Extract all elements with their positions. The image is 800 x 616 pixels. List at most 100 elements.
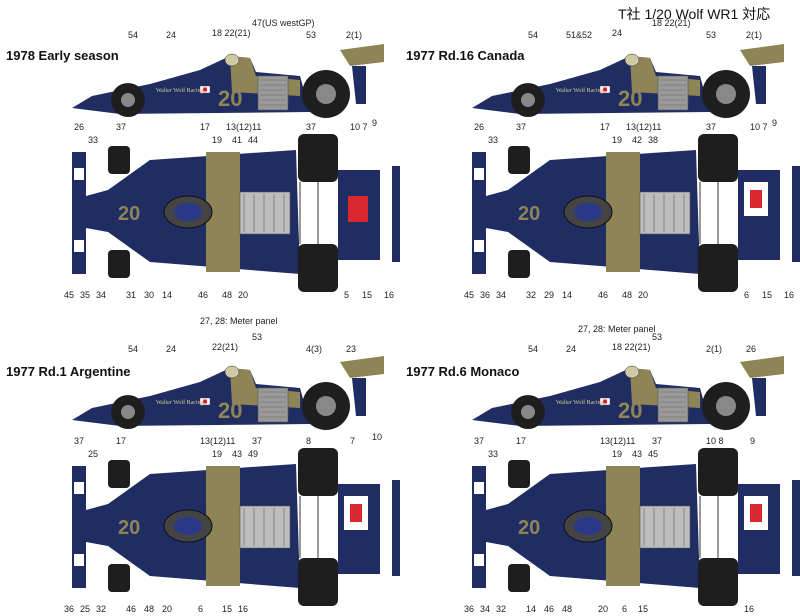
part-number-label: 16 — [744, 604, 755, 614]
front-left-wheel — [508, 146, 530, 174]
part-number-label: 53 — [652, 332, 663, 342]
part-number-label: 45 — [464, 290, 475, 300]
part-number-label: 26 — [474, 122, 485, 132]
part-number-label: 29 — [544, 290, 555, 300]
part-number-label: 37 — [116, 122, 127, 132]
rear-left-wheel — [298, 134, 338, 182]
part-number-label: 37 — [74, 436, 85, 446]
part-number-label: 15 — [638, 604, 649, 614]
part-number-label: 48 — [144, 604, 155, 614]
engine-top — [639, 505, 691, 549]
part-number-label: 53 — [252, 332, 263, 342]
engine-block — [657, 387, 689, 423]
part-number-label: 16 — [384, 290, 395, 300]
part-number-label: 32 — [526, 290, 537, 300]
part-number-label: 11 — [652, 122, 662, 132]
part-number-label: 35 — [80, 290, 91, 300]
part-number-label: 54 — [528, 344, 539, 354]
part-number-label: 17 — [600, 122, 611, 132]
rear-right-wheel — [698, 244, 738, 292]
part-number-label: 7 — [350, 436, 356, 446]
part-number-label: 48 — [562, 604, 573, 614]
wing-endplate — [352, 378, 366, 416]
car-number: 20 — [618, 86, 642, 111]
part-number-label: 11 — [226, 436, 236, 446]
part-number-label: 20 — [162, 604, 173, 614]
part-number-label: 33 — [488, 449, 499, 459]
sponsor-text: Walter Wolf Racing — [156, 399, 204, 406]
part-number-label: 37 — [652, 436, 663, 446]
part-number-label: 9 — [372, 118, 378, 128]
part-number-label: 36 — [464, 604, 475, 614]
car-side-view: 20 Walter Wolf Racing — [472, 44, 784, 118]
part-number-label: 11 — [252, 122, 262, 132]
wing-endplate — [752, 378, 766, 416]
part-number-label: 54 — [128, 30, 139, 40]
part-number-label: 46 — [598, 290, 609, 300]
part-number-label: 10 8 — [706, 436, 724, 446]
rear-wing — [740, 356, 784, 378]
front-right-wheel — [508, 564, 530, 592]
engine-top — [639, 191, 691, 235]
wing-endplate — [752, 66, 766, 104]
part-number-label: 5 — [344, 290, 350, 300]
part-number-label: 15 — [362, 290, 373, 300]
part-number-label: 32 — [496, 604, 507, 614]
rear-right-wheel — [698, 558, 738, 606]
part-number-label: 6 — [622, 604, 628, 614]
part-number-label: 31 — [126, 290, 137, 300]
panel-title: 1977 Rd.6 Monaco — [406, 364, 520, 379]
part-number-label: 13(12) — [626, 122, 653, 132]
sponsor-text: Walter Wolf Racing — [556, 399, 604, 406]
part-number-label: 26 — [74, 122, 85, 132]
part-number-label: 11 — [626, 436, 636, 446]
part-number-label: 6 — [198, 604, 204, 614]
front-right-wheel — [108, 250, 130, 278]
part-number-label: 14 — [162, 290, 173, 300]
part-number-label: 24 — [612, 28, 623, 38]
part-number-label: 10 — [372, 432, 383, 442]
rear-left-wheel — [298, 448, 338, 496]
engine-block — [657, 75, 689, 111]
part-number-label: 42 — [632, 135, 643, 145]
part-number-label: 23 — [346, 344, 357, 354]
part-number-label: 53 — [706, 30, 717, 40]
rear-wing — [340, 44, 384, 66]
part-number-label: 17 — [116, 436, 127, 446]
car-number: 20 — [218, 398, 242, 423]
engine-top — [239, 505, 291, 549]
driver-helmet — [624, 53, 640, 67]
endplate-strip — [392, 166, 400, 262]
part-number-label: 10 7 — [750, 122, 768, 132]
sponsor-text: Walter Wolf Racing — [556, 87, 604, 94]
part-number-label: 14 — [562, 290, 573, 300]
wing-decal — [74, 482, 84, 494]
wing-decal — [74, 168, 84, 180]
part-number-label: 16 — [238, 604, 249, 614]
endplate-strip — [792, 166, 800, 262]
car-top-view: 20 — [72, 448, 400, 606]
panel-title: 1978 Early season — [6, 48, 119, 63]
wing-stripe-decal — [348, 196, 368, 222]
part-number-label: 13(12) — [600, 436, 627, 446]
part-number-label: 43 — [632, 449, 643, 459]
car-top-view: 20 — [472, 448, 800, 606]
part-number-label: 13(12) — [200, 436, 227, 446]
part-number-label: 37 — [252, 436, 263, 446]
nose-number: 20 — [518, 517, 540, 539]
front-right-wheel — [108, 564, 130, 592]
endplate-strip — [792, 480, 800, 576]
rear-right-wheel — [298, 244, 338, 292]
part-number-label: 53 — [306, 30, 317, 40]
part-number-label: 16 — [784, 290, 795, 300]
part-number-label: 37 — [706, 122, 717, 132]
part-number-label: 54 — [128, 344, 139, 354]
page-header: T社 1/20 Wolf WR1 対応 — [618, 6, 771, 22]
part-number-label: 17 — [200, 122, 211, 132]
part-number-label: 22(21) — [212, 342, 239, 352]
part-number-label: 37 — [306, 122, 317, 132]
part-number-label: 45 — [64, 290, 75, 300]
